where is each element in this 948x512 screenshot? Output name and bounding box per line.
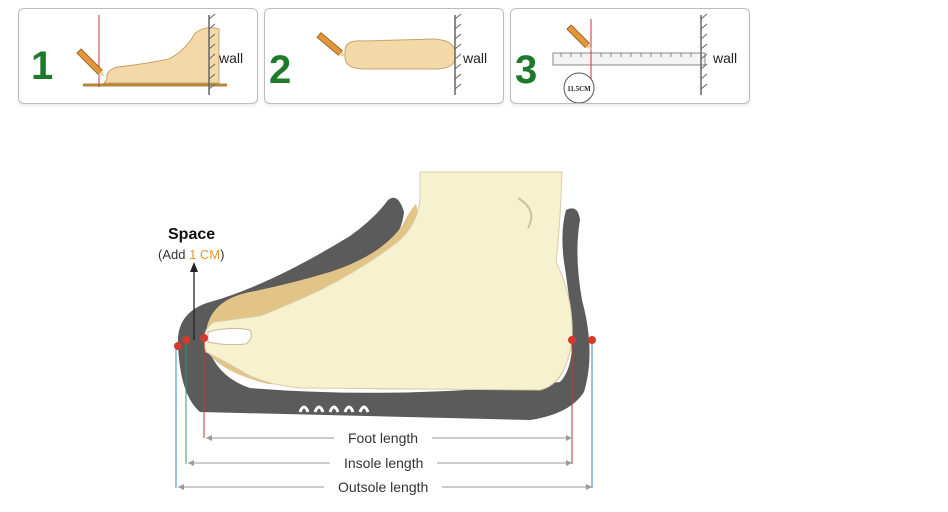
foot-shape <box>203 171 573 391</box>
space-title: Space <box>168 226 216 243</box>
reading-circle <box>563 72 595 103</box>
step-1-wall-label: wall <box>218 50 243 66</box>
insole-length-label: Insole length <box>330 455 438 471</box>
step-1-panel: 1 wall <box>18 8 258 104</box>
step-3-panel: 3 11.5CM wall <box>510 8 750 104</box>
outsole-length-label: Outsole length <box>324 479 443 495</box>
step-2-panel: 2 wall <box>264 8 504 104</box>
outsole-shape <box>177 197 590 420</box>
heel-point <box>568 336 576 344</box>
step-3-illustration: 3 11.5CM wall <box>515 13 737 103</box>
pencil-icon <box>76 48 105 77</box>
insole-toe-point <box>182 336 190 344</box>
ankle-bone <box>517 197 533 229</box>
space-note-open: (Add <box>158 247 190 262</box>
step-1-illustration: 1 wall <box>31 13 243 95</box>
space-note-value: 1 CM <box>189 247 221 262</box>
step-3-number: 3 <box>515 48 537 92</box>
step-1-number: 1 <box>31 44 53 88</box>
step-2-number: 2 <box>269 48 291 92</box>
pencil-icon <box>316 32 346 57</box>
foot-side-icon <box>103 27 220 84</box>
wall-hatch <box>208 13 216 90</box>
step-2-illustration: 2 wall <box>269 13 487 95</box>
space-note: (Add 1 CM) <box>158 247 224 262</box>
toenail <box>207 327 252 346</box>
outsole-heel-point <box>588 336 596 344</box>
wall-hatch <box>700 13 708 90</box>
ruler-reading: 11.5CM <box>567 85 591 93</box>
foot-toe-point <box>200 334 208 342</box>
wall-hatch <box>454 13 462 90</box>
step-3-wall-label: wall <box>712 50 737 66</box>
space-note-close: ) <box>220 247 225 262</box>
foot-length-label: Foot length <box>334 430 433 446</box>
space-arrow-head <box>190 262 198 272</box>
outsole-toe-point <box>174 342 182 350</box>
sole-tread <box>298 405 370 413</box>
step-2-wall-label: wall <box>462 50 487 66</box>
